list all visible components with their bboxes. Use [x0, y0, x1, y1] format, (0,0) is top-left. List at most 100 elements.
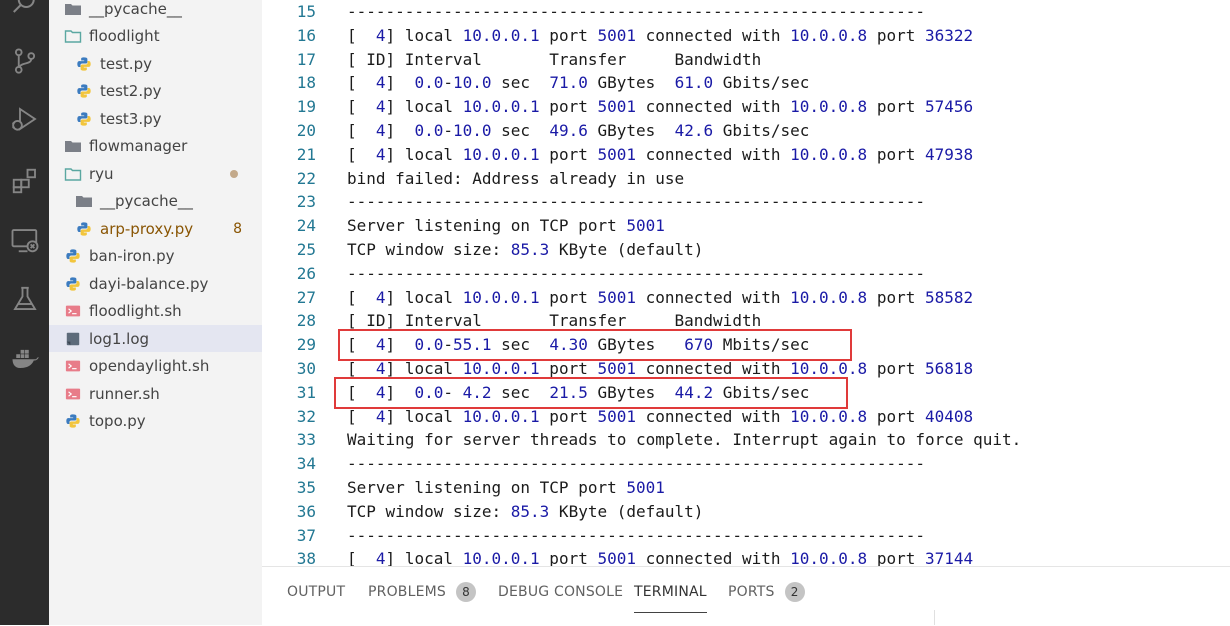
- tab-label: PROBLEMS: [368, 584, 447, 600]
- explorer-item[interactable]: test2.py: [49, 78, 262, 105]
- terminal-line: 27 [ 4] local 10.0.0.1 port 5001 connecte…: [262, 286, 1230, 310]
- docker-icon[interactable]: [0, 334, 49, 382]
- line-number: 33: [296, 430, 316, 450]
- line-number: 30: [296, 359, 316, 378]
- terminal-line-text: ----------------------------------------…: [347, 454, 925, 474]
- line-number: 35: [296, 478, 316, 497]
- explorer-item[interactable]: opendaylight.sh: [49, 353, 262, 380]
- terminal-line: 30[ 4] local 10.0.0.1 port 5001 connecte…: [262, 357, 1230, 381]
- terminal-line-text: [ 4] 0.0-10.0 sec 49.6 GBytes 42.6 Gbits…: [347, 121, 810, 140]
- terminal-line: 33 Waiting for server threads to complete…: [262, 428, 1230, 452]
- terminal-line-text: [ 4] 0.0-55.1 sec 4.30 GBytes 670 Mbits/…: [347, 335, 810, 355]
- tab-label: TERMINAL: [634, 584, 707, 600]
- terminal-line: 19[ 4] local 10.0.0.1 port 5001 connecte…: [262, 95, 1230, 119]
- tab-ports[interactable]: PORTS 2: [728, 580, 805, 604]
- line-number: 22: [296, 168, 316, 188]
- line-number: 29: [296, 335, 316, 355]
- extensions-icon[interactable]: [0, 157, 49, 205]
- tab-label: OUTPUT: [287, 584, 346, 600]
- terminal-line-text: Server listening on TCP port 5001: [347, 216, 665, 236]
- terminal-line: 17 [ ID] Interval Transfer Bandwidth: [262, 48, 1230, 72]
- terminal-line-text: [ 4] local 10.0.0.1 port 5001 connected …: [347, 287, 974, 307]
- explorer-item[interactable]: test.py: [49, 50, 262, 77]
- line-number: 38: [296, 549, 316, 566]
- line-number: 15: [296, 2, 316, 21]
- terminal-line: 34--------------------------------------…: [262, 452, 1230, 476]
- explorer-item[interactable]: __pycache__: [49, 0, 262, 22]
- terminal-output[interactable]: 15 --------------------------------------…: [262, 0, 1230, 566]
- terminal-line-text: [ 4] local 10.0.0.1 port 5001 connected …: [347, 97, 974, 117]
- explorer-item[interactable]: topo.py: [49, 408, 262, 435]
- shell-file-icon: [64, 357, 82, 375]
- line-number: 26: [296, 263, 316, 283]
- explorer-item-label: runner.sh: [89, 384, 160, 403]
- terminal-line: 16[ 4] local 10.0.0.1 port 5001 connecte…: [262, 24, 1230, 48]
- source-control-icon[interactable]: [0, 37, 49, 85]
- line-number: 16: [296, 25, 316, 45]
- explorer-item-label: floodlight: [89, 27, 160, 45]
- python-file-icon: [64, 275, 82, 293]
- line-number: 24: [296, 216, 316, 236]
- terminal-line-text: [ 4] local 10.0.0.1 port 5001 connected …: [347, 144, 974, 164]
- active-tab-underline: [634, 612, 707, 613]
- terminal-line-text: [ 4] 0.0- 4.2 sec 21.5 GBytes 44.2 Gbits…: [347, 382, 810, 402]
- shell-file-icon: [64, 385, 82, 403]
- modified-dot-indicator: [230, 169, 238, 178]
- explorer-item-label: test.py: [100, 54, 152, 73]
- explorer-item[interactable]: test3.py: [49, 105, 262, 132]
- terminal-line: 37--------------------------------------…: [262, 524, 1230, 548]
- tab-label: PORTS: [728, 584, 775, 600]
- terminal-line-text: ----------------------------------------…: [347, 192, 925, 212]
- remote-explorer-icon[interactable]: [0, 216, 49, 264]
- explorer-item[interactable]: floodlight: [49, 23, 262, 50]
- tab-terminal[interactable]: TERMINAL: [634, 580, 707, 613]
- tab-output[interactable]: OUTPUT: [287, 580, 345, 604]
- terminal-line: 31[ 4] 0.0- 4.2 sec 21.5 GBytes 44.2 Gbi…: [262, 381, 1230, 405]
- explorer-item[interactable]: runner.sh: [49, 380, 262, 407]
- explorer-item[interactable]: dayi-balance.py: [49, 270, 262, 297]
- terminal-line-text: ----------------------------------------…: [347, 2, 925, 21]
- panel-divider: [934, 610, 935, 625]
- terminal-line-text: Server listening on TCP port 5001: [347, 478, 665, 497]
- tab-count-badge: 2: [784, 582, 805, 602]
- terminal-line: 15 --------------------------------------…: [262, 0, 1230, 24]
- explorer-item[interactable]: __pycache__: [49, 188, 262, 215]
- terminal-line-text: [ 4] local 10.0.0.1 port 5001 connected …: [347, 549, 974, 566]
- terminal-line: 35 Server listening on TCP port 5001: [262, 476, 1230, 500]
- explorer-item-label: __pycache__: [100, 192, 193, 210]
- terminal-line: 26--------------------------------------…: [262, 262, 1230, 286]
- tab-label: DEBUG CONSOLE: [498, 584, 624, 600]
- terminal-line-text: TCP window size: 85.3 KByte (default): [347, 501, 704, 521]
- shell-file-icon: [64, 302, 82, 320]
- terminal-line: 24 Server listening on TCP port 5001: [262, 214, 1230, 238]
- explorer-item[interactable]: log1.log: [49, 325, 262, 352]
- explorer-item[interactable]: flowmanager: [49, 133, 262, 160]
- explorer-item[interactable]: ban-iron.py: [49, 243, 262, 270]
- line-number: 21: [296, 144, 316, 164]
- terminal-line-text: [ ID] Interval Transfer Bandwidth: [347, 311, 762, 331]
- explorer-item-label: floodlight.sh: [89, 302, 182, 320]
- python-file-icon: [75, 55, 93, 73]
- log-file-icon: [64, 330, 82, 348]
- tab-debug-console[interactable]: DEBUG CONSOLE: [498, 580, 623, 604]
- explorer-item[interactable]: floodlight.sh: [49, 298, 262, 325]
- explorer-item-label: opendaylight.sh: [89, 357, 210, 375]
- terminal-line-text: [ 4] 0.0-10.0 sec 71.0 GBytes 61.0 Gbits…: [347, 73, 810, 93]
- testing-icon[interactable]: [0, 275, 49, 323]
- terminal-line: 29 [ 4] 0.0-55.1 sec 4.30 GBytes 670 Mbit…: [262, 333, 1230, 357]
- search-icon[interactable]: [0, 0, 49, 26]
- line-number: 37: [296, 525, 316, 545]
- activity-bar: [0, 0, 49, 625]
- terminal-line-text: Waiting for server threads to complete. …: [347, 430, 1022, 450]
- line-number: 27: [296, 287, 316, 307]
- folder-open-icon: [64, 165, 82, 183]
- run-debug-icon[interactable]: [0, 95, 49, 143]
- explorer-item[interactable]: ryu: [49, 160, 262, 187]
- line-number: 17: [296, 49, 316, 69]
- terminal-line-text: [ ID] Interval Transfer Bandwidth: [347, 49, 762, 69]
